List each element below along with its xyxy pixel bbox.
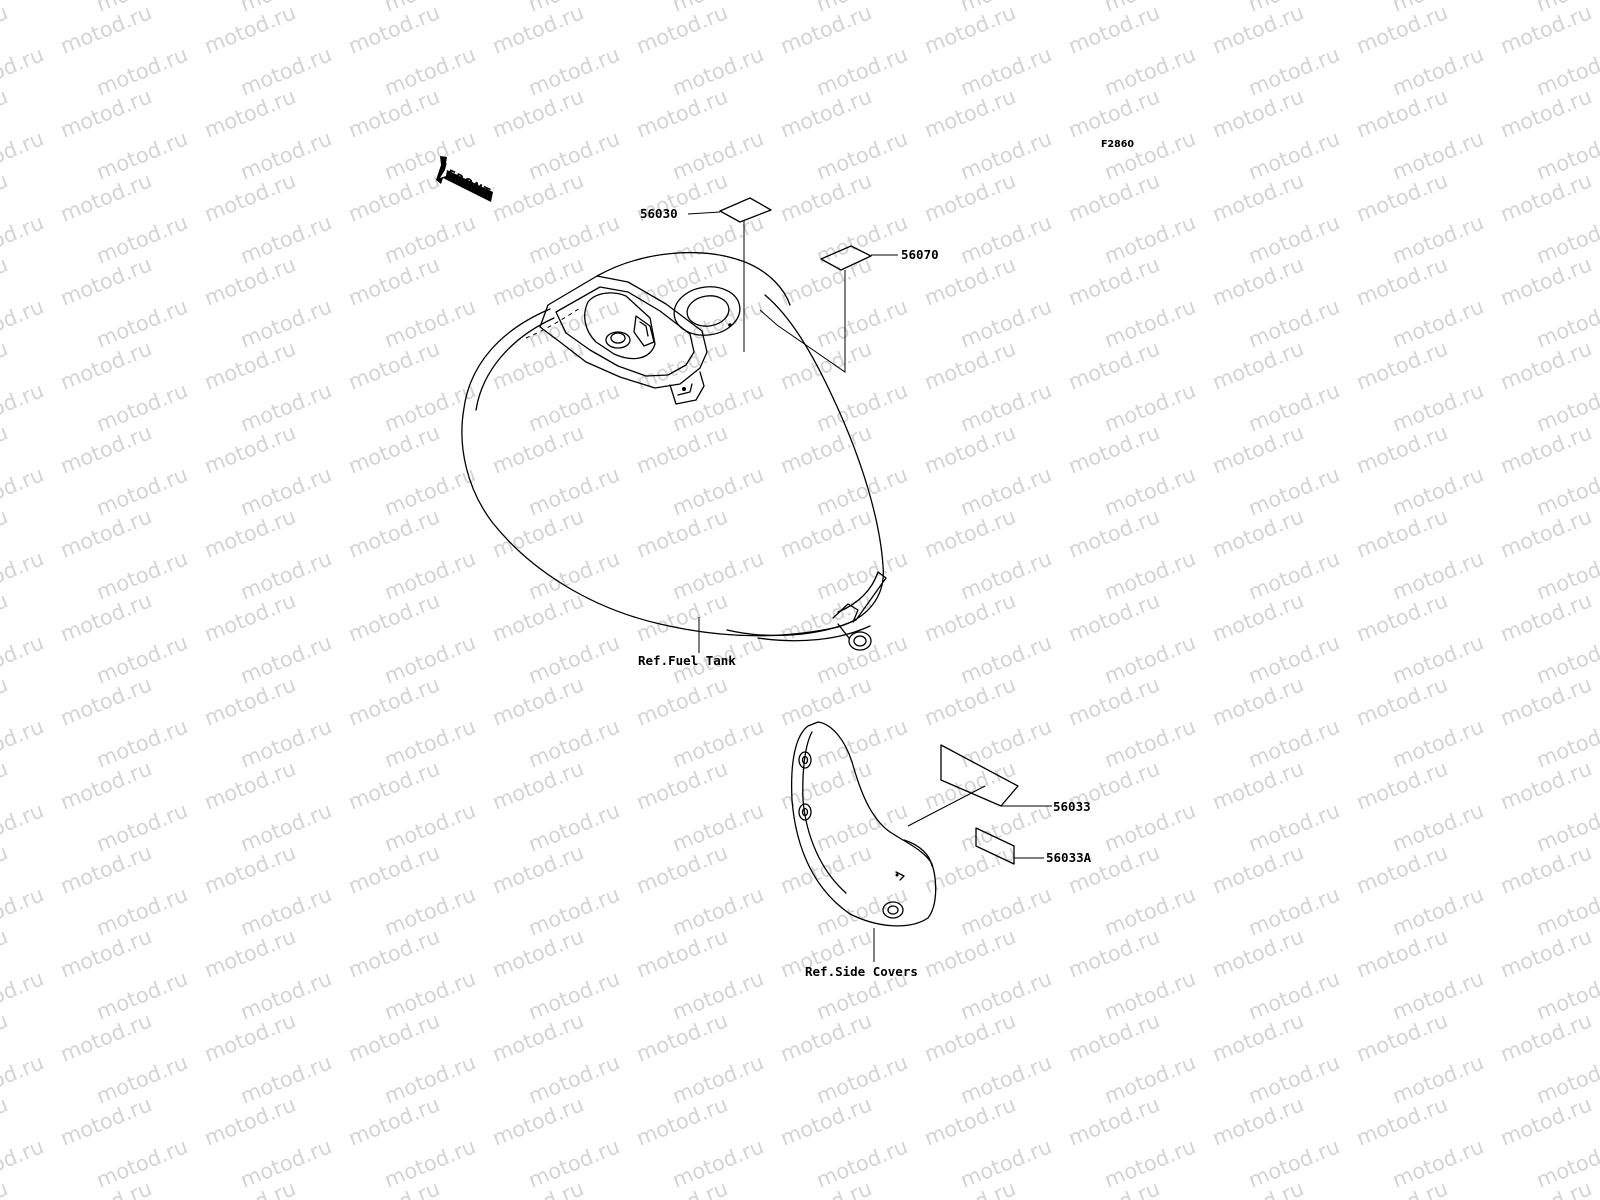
leader-56033 <box>907 785 986 827</box>
decal-56033a <box>975 827 1015 865</box>
part-label-56033a: 56033A <box>1046 850 1092 865</box>
fuel-tank-illustration <box>461 251 887 651</box>
part-label-56030: 56030 <box>640 206 678 221</box>
part-label-56070: 56070 <box>901 247 939 262</box>
decal-56033 <box>940 744 1019 807</box>
part-label-56033: 56033 <box>1053 799 1091 814</box>
figure-code: F2860 <box>1101 139 1134 150</box>
side-cover-illustration <box>790 721 937 927</box>
leader-56030-label <box>687 211 721 215</box>
ref-fuel-tank-label: Ref.Fuel Tank <box>638 653 736 668</box>
front-arrow-icon: FRONT <box>436 156 494 202</box>
decal-56070 <box>820 245 872 271</box>
decal-56030 <box>719 197 772 223</box>
leader-56070 <box>759 270 846 373</box>
ref-side-covers-label: Ref.Side Covers <box>805 964 918 979</box>
